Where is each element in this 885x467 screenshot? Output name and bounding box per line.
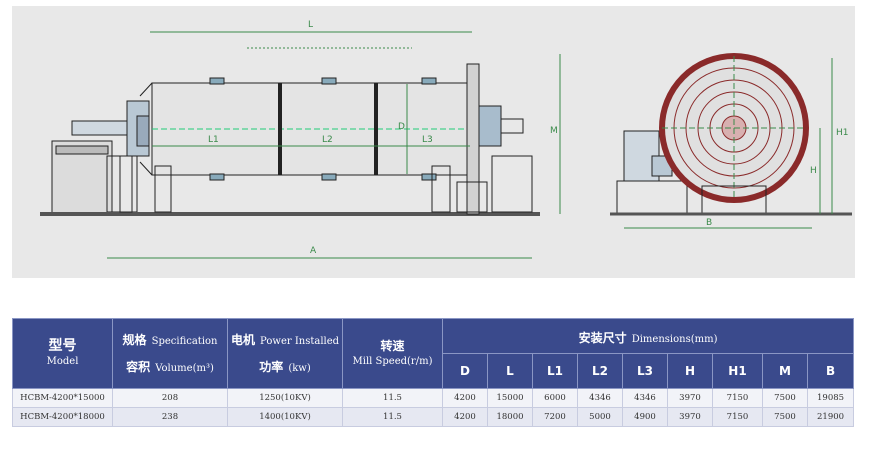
table-row: HCBM-4200*18000 238 1400(10KV) 11.5 4200… <box>12 407 855 427</box>
header-dim-d: D <box>442 353 488 389</box>
dim-label-h1: H1 <box>836 128 849 138</box>
header-dim-l1: L1 <box>532 353 578 389</box>
header-dimensions: 安装尺寸 Dimensions(mm) <box>441 318 855 354</box>
header-dim-l: L <box>487 353 533 389</box>
header-spec: 规格 Specification 容积 Volume(m³) <box>112 318 228 389</box>
specification-table: 型号 Model 规格 Specification 容积 Volume(m³) … <box>12 318 855 427</box>
header-dim-h: H <box>667 353 713 389</box>
dim-label-d: D <box>398 122 405 132</box>
header-dim-l2: L2 <box>577 353 623 389</box>
table-row: HCBM-4200*15000 208 1250(10KV) 11.5 4200… <box>12 388 855 408</box>
header-speed: 转速 Mill Speed(r/m) <box>342 318 443 389</box>
mill-technical-drawing: L A L1 L2 L3 D M H H1 B <box>12 6 855 278</box>
dim-label-b: B <box>706 218 713 228</box>
dim-label-l3: L3 <box>422 135 433 145</box>
header-power: 电机 Power Installed 功率 (kw) <box>227 318 343 389</box>
dim-label-a: A <box>310 246 317 256</box>
header-dim-b: B <box>806 353 855 389</box>
dim-label-h: H <box>810 166 817 176</box>
header-dim-h1: H1 <box>712 353 763 389</box>
dim-label-m: M <box>550 126 558 136</box>
dim-label-l1: L1 <box>208 135 219 145</box>
header-dim-l3: L3 <box>622 353 668 389</box>
dim-label-l2: L2 <box>322 135 333 145</box>
header-dim-m: M <box>762 353 808 389</box>
header-model: 型号 Model <box>12 318 113 389</box>
dim-label-l: L <box>308 20 314 30</box>
drawing-lines <box>40 31 852 259</box>
